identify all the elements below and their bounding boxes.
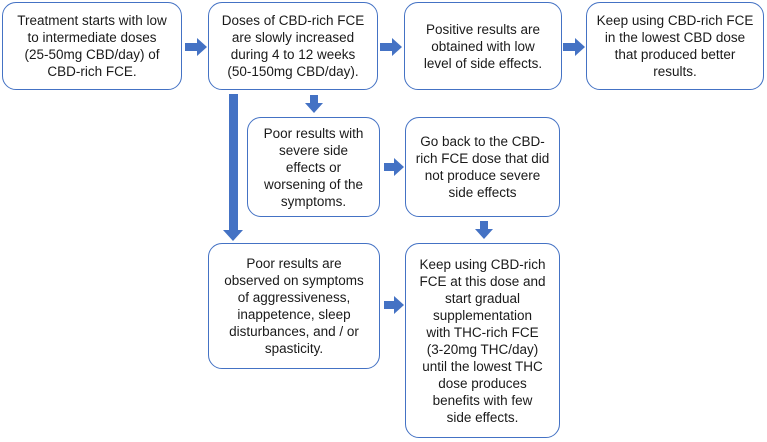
- arrow-n6-n8: [475, 221, 493, 239]
- node-thc-supplementation: Keep using CBD-rich FCE at this dose and…: [405, 243, 560, 438]
- node-treatment-start-text: Treatment starts with low to intermediat…: [17, 13, 167, 79]
- node-treatment-start: Treatment starts with low to intermediat…: [2, 2, 182, 90]
- node-poor-severe-side-effects-text: Poor results with severe side effects or…: [263, 125, 364, 209]
- node-thc-supplementation-text: Keep using CBD-rich FCE at this dose and…: [419, 256, 546, 425]
- node-go-back-dose: Go back to the CBD- rich FCE dose that d…: [405, 117, 560, 217]
- node-dose-increase: Doses of CBD-rich FCE are slowly increas…: [208, 2, 378, 90]
- arrow-n5-n6: [384, 158, 404, 176]
- arrow-n2-n5: [305, 95, 323, 113]
- node-keep-lowest-cbd: Keep using CBD-rich FCE in the lowest CB…: [586, 2, 764, 90]
- arrow-n2-n7: [223, 94, 243, 241]
- node-poor-results-symptoms-text: Poor results are observed on symptoms of…: [224, 256, 364, 356]
- arrow-n2-n3: [380, 38, 402, 56]
- node-positive-results: Positive results are obtained with low l…: [404, 2, 562, 90]
- node-dose-increase-text: Doses of CBD-rich FCE are slowly increas…: [221, 13, 365, 79]
- arrow-n3-n4: [563, 38, 585, 56]
- arrow-n7-n8: [384, 296, 404, 314]
- node-poor-severe-side-effects: Poor results with severe side effects or…: [247, 117, 380, 217]
- node-poor-results-symptoms: Poor results are observed on symptoms of…: [208, 243, 380, 369]
- node-positive-results-text: Positive results are obtained with low l…: [423, 21, 543, 71]
- arrow-n1-n2: [185, 38, 207, 56]
- node-go-back-dose-text: Go back to the CBD- rich FCE dose that d…: [415, 134, 550, 200]
- node-keep-lowest-cbd-text: Keep using CBD-rich FCE in the lowest CB…: [596, 13, 754, 79]
